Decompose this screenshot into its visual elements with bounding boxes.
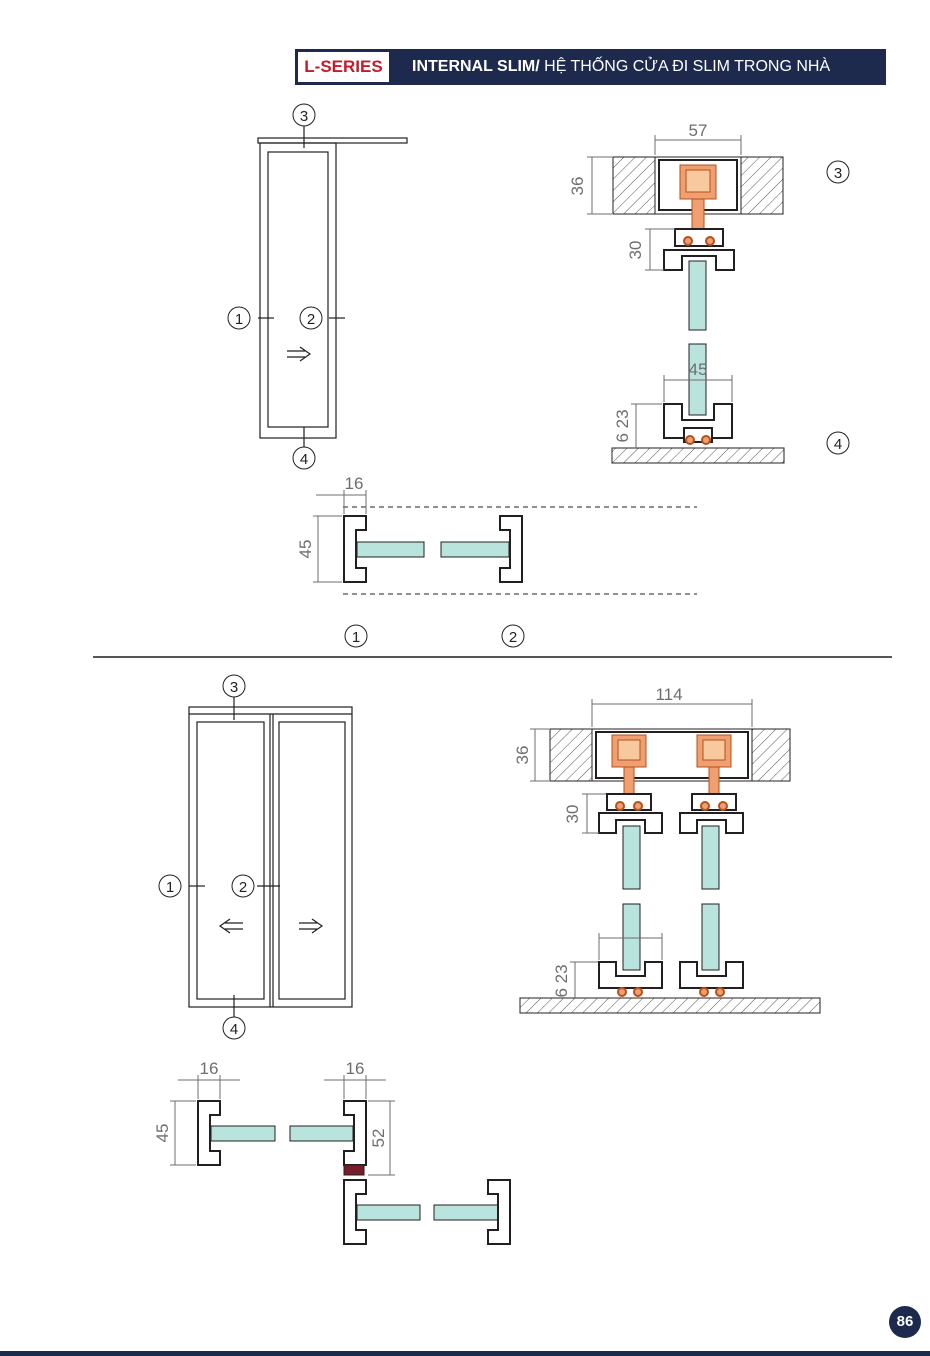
dimension-lines-top bbox=[587, 135, 742, 448]
header-title-rest: HỆ THỐNG CỬA ĐI SLIM TRONG NHÀ bbox=[539, 58, 831, 75]
dim-stile-16-top: 16 bbox=[345, 474, 364, 493]
dimension-lines-plan-bottom bbox=[170, 1075, 395, 1176]
callout-3-bottom: 3 bbox=[222, 674, 246, 698]
callout-3-top: 3 bbox=[292, 103, 316, 127]
page-number-badge: 86 bbox=[889, 1306, 921, 1338]
floor-slab-bottom bbox=[519, 997, 821, 1014]
header-title: INTERNAL SLIM/ HỆ THỐNG CỬA ĐI SLIM TRON… bbox=[412, 49, 830, 85]
slide-arrow-left-icon bbox=[218, 918, 243, 934]
callout-2-plan-top: 2 bbox=[501, 624, 525, 648]
single-door-elevation bbox=[257, 126, 408, 448]
page-header: L-SERIES INTERNAL SLIM/ HỆ THỐNG CỬA ĐI … bbox=[295, 49, 886, 85]
dim-bottom-6-23-bottom: 6 23 bbox=[552, 964, 571, 997]
callout-2-bottom: 2 bbox=[231, 874, 255, 898]
svg-text:3: 3 bbox=[230, 679, 238, 696]
callout-1-top: 1 bbox=[227, 306, 251, 330]
track-section-top bbox=[663, 228, 735, 271]
dim-stile-16-left: 16 bbox=[200, 1059, 219, 1078]
callout-2-top: 2 bbox=[299, 306, 323, 330]
glass-pane-bottom-left-lower bbox=[622, 903, 641, 971]
svg-text:2: 2 bbox=[307, 311, 315, 328]
slide-arrow-right-icon-2 bbox=[299, 918, 324, 934]
callout-4-bottom: 4 bbox=[222, 1016, 246, 1040]
svg-text:4: 4 bbox=[230, 1021, 238, 1038]
dim-stile-16-right: 16 bbox=[346, 1059, 365, 1078]
dim-head-36-top: 36 bbox=[568, 177, 587, 196]
dim-bottom-45: 45 bbox=[689, 360, 708, 379]
callout-1-plan-top: 1 bbox=[344, 624, 368, 648]
dimension-lines-bottom bbox=[530, 699, 753, 998]
callout-3-section-top: 3 bbox=[826, 160, 850, 184]
dim-width-57: 57 bbox=[689, 121, 708, 140]
series-badge: L-SERIES bbox=[298, 52, 389, 82]
dimension-lines-plan-top bbox=[313, 490, 367, 583]
slide-arrow-right-icon bbox=[287, 346, 312, 362]
double-door-elevation bbox=[188, 697, 353, 1018]
dim-stile-45-top: 45 bbox=[296, 540, 315, 559]
glass-pane-bottom-right-upper bbox=[701, 825, 720, 890]
svg-text:1: 1 bbox=[166, 879, 174, 896]
svg-text:4: 4 bbox=[834, 436, 842, 453]
callout-4-section-top: 4 bbox=[826, 431, 850, 455]
glass-pane-bottom-left-upper bbox=[622, 825, 641, 890]
callout-1-bottom: 1 bbox=[158, 874, 182, 898]
bottom-bar bbox=[0, 1351, 930, 1356]
glass-pane-bottom-right-lower bbox=[701, 903, 720, 971]
track-section-bottom bbox=[598, 793, 744, 834]
dim-width-114: 114 bbox=[655, 685, 682, 704]
callout-4-top: 4 bbox=[292, 446, 316, 470]
svg-text:1: 1 bbox=[352, 629, 360, 646]
header-title-bold: INTERNAL SLIM/ bbox=[412, 58, 540, 75]
svg-text:3: 3 bbox=[834, 165, 842, 182]
glass-pane-top-upper bbox=[688, 260, 707, 331]
dim-track-30-bottom: 30 bbox=[563, 805, 582, 824]
plan-section-bottom bbox=[197, 1100, 511, 1245]
head-section-bottom bbox=[549, 728, 791, 796]
dim-head-36-bottom: 36 bbox=[513, 746, 532, 765]
floor-slab-top bbox=[611, 447, 785, 464]
dim-meeting-52: 52 bbox=[369, 1129, 388, 1148]
svg-text:3: 3 bbox=[300, 108, 308, 125]
svg-text:1: 1 bbox=[235, 311, 243, 328]
head-section-top bbox=[612, 156, 784, 230]
plan-section-top bbox=[343, 506, 697, 595]
bottom-track-bottom bbox=[598, 961, 744, 997]
dim-track-30-top: 30 bbox=[626, 241, 645, 260]
dim-stile-45-bottom: 45 bbox=[153, 1124, 172, 1143]
dim-bottom-6-23-top: 6 23 bbox=[613, 409, 632, 442]
svg-text:4: 4 bbox=[300, 451, 308, 468]
bottom-track-top bbox=[663, 403, 733, 445]
svg-text:2: 2 bbox=[509, 629, 517, 646]
svg-text:2: 2 bbox=[239, 879, 247, 896]
